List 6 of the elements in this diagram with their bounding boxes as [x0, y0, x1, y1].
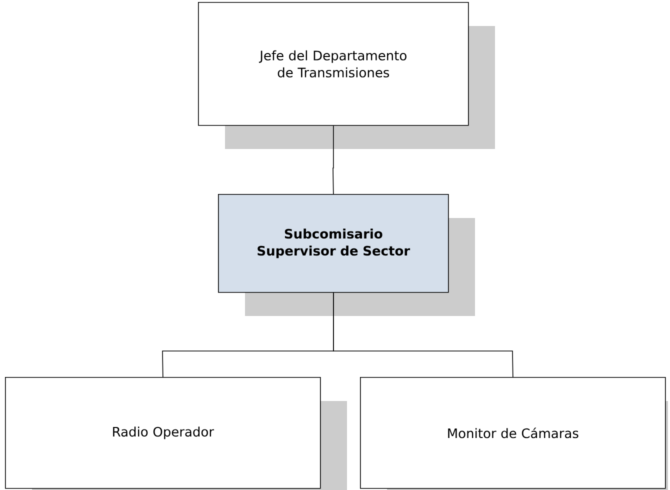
- org-box: Monitor de Cámaras: [360, 376, 668, 490]
- connector-line: [332, 125, 334, 194]
- connector-line: [333, 292, 514, 378]
- org-box: Subcomisario Supervisor de Sector: [218, 194, 475, 316]
- org-box: Jefe del Departamento de Transmisiones: [198, 2, 495, 149]
- org-box: Radio Operador: [5, 376, 347, 490]
